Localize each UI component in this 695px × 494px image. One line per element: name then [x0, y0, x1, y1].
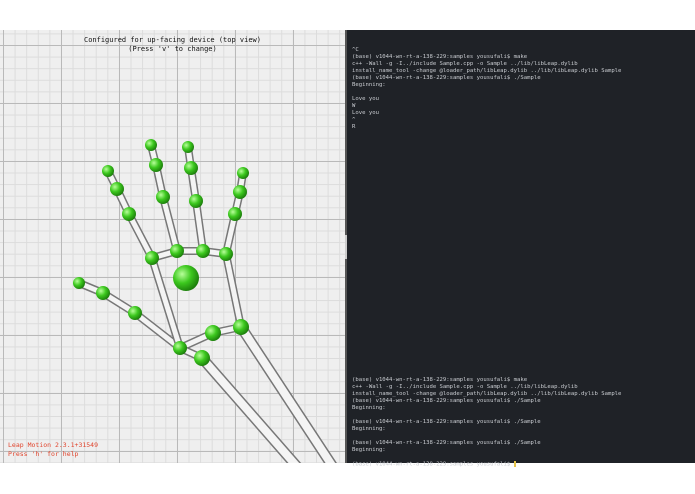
bone	[132, 310, 183, 351]
terminal-line: Beginning:	[352, 426, 386, 432]
view-config-title: Configured for up-facing device (top vie…	[83, 36, 261, 44]
joint	[233, 185, 247, 199]
joint	[205, 325, 221, 341]
bone	[223, 251, 244, 330]
help-hint: Press 'h' for help	[8, 450, 79, 458]
joint	[184, 161, 198, 175]
terminal-cursor	[513, 461, 516, 467]
terminal-line: Beginning:	[352, 82, 386, 88]
terminal-output-bottom: (base) v1044-wn-rt-a-138-229:samples you…	[352, 377, 621, 461]
terminal-line	[352, 454, 621, 461]
joint	[122, 207, 136, 221]
terminal-line: install_name_tool -change @loader_path/l…	[352, 68, 622, 74]
joint	[102, 165, 114, 177]
terminal-line: c++ -Wall -g -I../include Sample.cpp -o …	[352, 384, 578, 390]
joint	[228, 207, 242, 221]
terminal-line: R	[352, 124, 356, 130]
joint	[173, 265, 199, 291]
leap-visualizer-window[interactable]: Configured for up-facing device (top vie…	[0, 30, 345, 463]
terminal-line: Love you	[352, 96, 379, 102]
joint	[233, 319, 249, 335]
split-handle[interactable]	[345, 235, 347, 259]
terminal-line: (base) v1044-wn-rt-a-138-229:samples you…	[352, 75, 541, 81]
terminal-line	[352, 433, 621, 440]
terminal-line: (base) v1044-wn-rt-a-138-229:samples you…	[352, 54, 528, 60]
view-config-hint: (Press 'v' to change)	[128, 45, 217, 53]
joint	[156, 190, 170, 204]
terminal-line: (base) v1044-wn-rt-a-138-229:samples you…	[352, 419, 541, 425]
joint	[182, 141, 194, 153]
terminal-line: Love you	[352, 110, 379, 116]
bone	[237, 323, 336, 463]
terminal-line	[352, 412, 621, 419]
terminal-line	[352, 89, 690, 96]
joint	[170, 244, 184, 258]
terminal-line: Beginning:	[352, 405, 386, 411]
joint	[96, 286, 110, 300]
terminal-output-top: ^C(base) v1044-wn-rt-a-138-229:samples y…	[352, 47, 690, 131]
joint	[189, 194, 203, 208]
terminal-line: W	[352, 103, 356, 109]
joint	[110, 182, 124, 196]
terminal-prompt: (base) v1044-wn-rt-a-138-229:samples you…	[352, 461, 514, 468]
terminal-line: (base) v1044-wn-rt-a-138-229:samples you…	[352, 377, 528, 383]
joint	[145, 251, 159, 265]
bone	[160, 194, 180, 254]
joint	[145, 139, 157, 151]
joint	[219, 247, 233, 261]
bone	[126, 211, 155, 261]
joint	[149, 158, 163, 172]
joint	[173, 341, 187, 355]
joint	[196, 244, 210, 258]
joint	[194, 350, 210, 366]
bone	[149, 255, 183, 351]
terminal-window[interactable]: ^C(base) v1044-wn-rt-a-138-229:samples y…	[347, 30, 695, 468]
bone	[198, 354, 300, 463]
terminal-line: ^C	[352, 47, 359, 53]
terminal-line: (base) v1044-wn-rt-a-138-229:samples you…	[352, 440, 541, 446]
hand-skeleton	[73, 139, 337, 463]
terminal-line: ^	[352, 117, 356, 123]
terminal-line: c++ -Wall -g -I../include Sample.cpp -o …	[352, 61, 578, 67]
terminal-line: Beginning:	[352, 447, 386, 453]
terminal-line: (base) v1044-wn-rt-a-138-229:samples you…	[352, 398, 541, 404]
terminal-line: install_name_tool -change @loader_path/l…	[352, 391, 622, 397]
joint	[237, 167, 249, 179]
bone	[193, 198, 206, 254]
joint	[73, 277, 85, 289]
version-label: Leap Motion 2.3.1+31549	[8, 441, 99, 449]
joint	[128, 306, 142, 320]
